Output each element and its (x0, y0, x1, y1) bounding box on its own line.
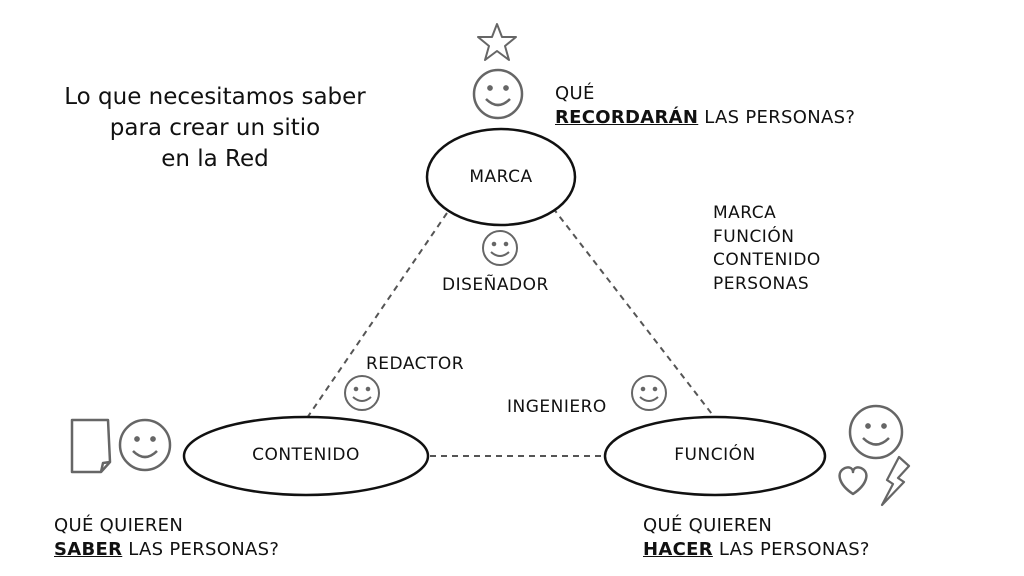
caption-emphasis: RECORDARÁN (555, 107, 699, 128)
caption-emphasis: SABER (54, 539, 123, 560)
node-funcion-shape (603, 415, 827, 497)
connector-marca-contenido (306, 212, 448, 419)
title-line: Lo que necesitamos saber (64, 84, 366, 110)
role-redactor-label: REDACTOR (366, 354, 465, 374)
smiley-icon (118, 418, 172, 472)
document-icon (70, 418, 112, 474)
lightning-icon (880, 455, 911, 507)
caption-right: QUÉ QUIEREN HACER LAS PERSONAS? (643, 514, 870, 562)
role-disenador-label: DISEÑADOR (442, 275, 549, 295)
smiley-icon (482, 230, 518, 266)
smiley-icon (472, 68, 524, 120)
heart-icon (838, 466, 868, 496)
smiley-icon (631, 375, 667, 411)
smiley-icon (848, 404, 904, 460)
page-title: Lo que necesitamos saber para crear un s… (40, 82, 390, 175)
list-item: MARCA (713, 203, 777, 223)
caption-left: QUÉ QUIEREN SABER LAS PERSONAS? (54, 514, 279, 562)
smiley-icon (344, 375, 380, 411)
connector-marca-funcion (552, 207, 716, 419)
title-line: para crear un sitio (109, 115, 321, 141)
caption-line: QUÉ QUIEREN (54, 515, 184, 536)
list-item: PERSONAS (713, 273, 810, 294)
caption-rest: LAS PERSONAS? (122, 539, 280, 560)
list-item: CONTENIDO (713, 250, 821, 270)
caption-emphasis: HACER (643, 539, 713, 560)
node-marca-label: MARCA (469, 167, 533, 187)
node-funcion-label: FUNCIÓN (674, 445, 756, 465)
caption-rest: LAS PERSONAS? (712, 539, 870, 560)
star-icon (477, 23, 517, 61)
role-ingeniero-label: INGENIERO (507, 397, 607, 417)
caption-top: QUÉ RECORDARÁN LAS PERSONAS? (555, 82, 855, 130)
summary-list: MARCA FUNCIÓN CONTENIDO PERSONAS (713, 202, 821, 296)
caption-line: QUÉ (555, 83, 595, 104)
node-contenido-shape (182, 415, 430, 497)
caption-rest: LAS PERSONAS? (698, 107, 856, 128)
title-line: en la Red (161, 146, 269, 172)
node-contenido-label: CONTENIDO (252, 445, 360, 465)
caption-line: QUÉ QUIEREN (643, 515, 773, 536)
list-item: FUNCIÓN (713, 226, 795, 247)
node-marca-shape (425, 127, 577, 227)
